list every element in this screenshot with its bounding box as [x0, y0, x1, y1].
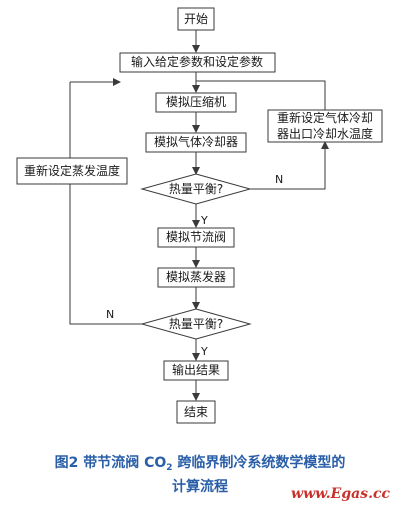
flowchart: 开始 输入给定参数和设定参数 模拟压缩机 模拟气体冷却器 热量平衡? 模拟节流阀…: [16, 7, 383, 424]
heat-balance-2-diamond: [140, 308, 252, 340]
caption-pre: 图2 带节流阀 CO: [54, 455, 167, 471]
caption-post: 跨临界制冷系统数学模型的: [172, 455, 346, 471]
sim-compressor-box: [155, 92, 237, 113]
input-params-text: 输入给定参数和设定参数: [131, 54, 263, 69]
output-box: [163, 360, 229, 381]
sim-evaporator-text: 模拟蒸发器: [166, 269, 226, 284]
label-n-1: N: [275, 173, 283, 186]
sim-compressor-text: 模拟压缩机: [166, 94, 226, 109]
reset-evap-temp-text: 重新设定蒸发温度: [24, 163, 120, 178]
reset-evap-temp-box: [16, 157, 128, 185]
reset-cooler-box: [267, 109, 383, 143]
start-text: 开始: [184, 12, 208, 26]
caption-line-2: 计算流程: [172, 479, 228, 495]
caption-line-1: 图2 带节流阀 CO2 跨临界制冷系统数学模型的: [0, 452, 400, 473]
heat-balance-2-text: 热量平衡?: [169, 317, 223, 331]
heat-balance-1-diamond: [140, 173, 252, 205]
output-text: 输出结果: [172, 362, 220, 377]
label-y-2: Y: [200, 345, 208, 358]
line-balance2-no: [69, 184, 142, 325]
label-n-2: N: [106, 308, 114, 321]
line-reset-cooler-return: [196, 80, 326, 110]
sim-evaporator-box: [157, 267, 235, 288]
sim-gas-cooler-text: 模拟气体冷却器: [154, 134, 238, 149]
reset-cooler-text-line1: 重新设定气体冷却: [277, 110, 373, 125]
caption-sub: 2: [166, 463, 173, 473]
watermark: www.Egas.cc: [291, 486, 390, 502]
reset-cooler-text-line2: 器出口冷却水温度: [277, 126, 373, 141]
sim-gas-cooler-box: [145, 132, 247, 153]
sim-throttle-box: [157, 227, 235, 248]
end-text: 结束: [184, 405, 208, 419]
arrow-balance1-no: [250, 141, 329, 190]
end-box: [176, 400, 216, 424]
sim-throttle-text: 模拟节流阀: [166, 230, 226, 244]
heat-balance-1-text: 热量平衡?: [169, 182, 223, 196]
input-params-box: [119, 52, 276, 73]
label-y-1: Y: [200, 214, 208, 227]
start-box: [177, 7, 215, 31]
